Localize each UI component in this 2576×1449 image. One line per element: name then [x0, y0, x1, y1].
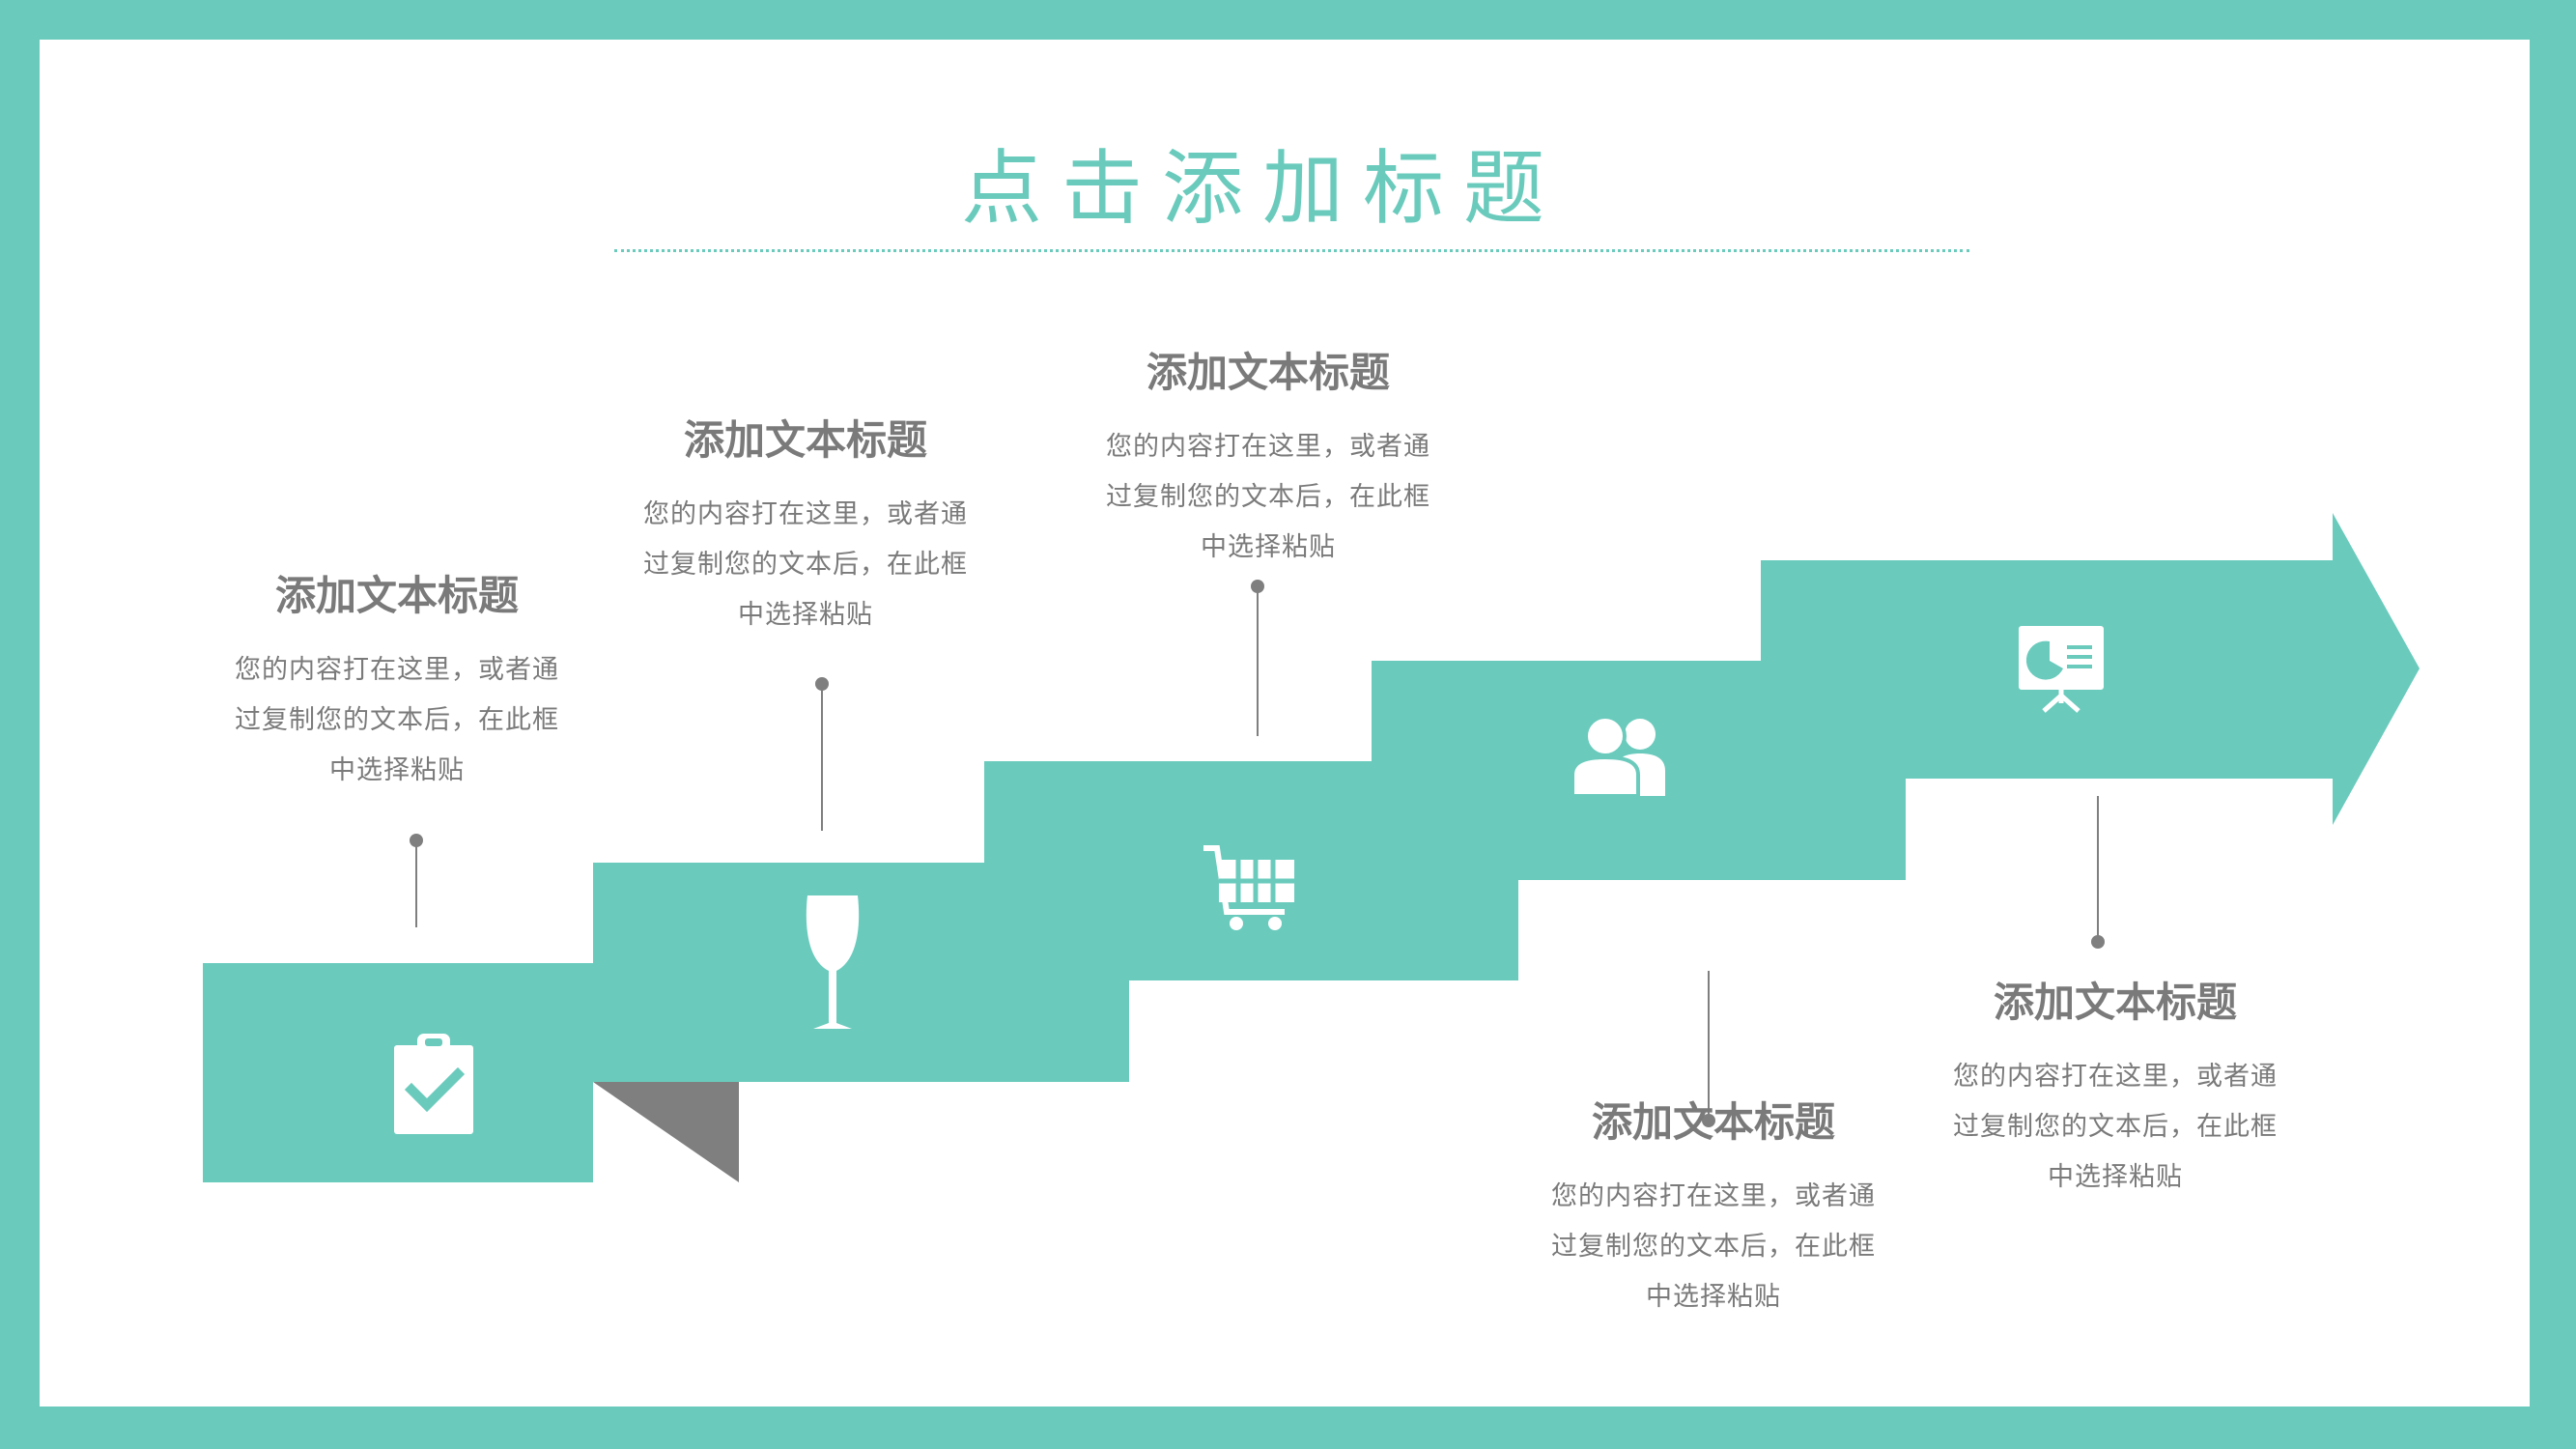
step-4-line-2: 过复制您的文本后，在此框: [1551, 1232, 1876, 1263]
clipboard-check-icon: [394, 1034, 473, 1134]
users-icon: [1571, 715, 1665, 798]
step-1-line-1: 您的内容打在这里，或者通: [235, 655, 559, 686]
connectors: [415, 586, 2099, 1121]
step-4-text: 添加文本标题 您的内容打在这里，或者通 过复制您的文本后，在此框 中选择粘贴: [1540, 1098, 1887, 1322]
connector-dot-3: [1251, 580, 1264, 593]
step-5-line-3: 中选择粘贴: [2048, 1162, 2183, 1193]
step-2-line-1: 您的内容打在这里，或者通: [643, 499, 968, 530]
step-1-text: 添加文本标题 您的内容打在这里，或者通 过复制您的文本后，在此框 中选择粘贴: [223, 572, 571, 796]
title-divider: [614, 249, 1969, 252]
step-3-heading: 添加文本标题: [1146, 349, 1390, 396]
step-2-text: 添加文本标题 您的内容打在这里，或者通 过复制您的文本后，在此框 中选择粘贴: [632, 416, 979, 640]
step-5-heading: 添加文本标题: [1993, 979, 2237, 1026]
step-4-line-3: 中选择粘贴: [1646, 1282, 1781, 1313]
step-3-text: 添加文本标题 您的内容打在这里，或者通 过复制您的文本后，在此框 中选择粘贴: [1094, 349, 1442, 573]
step-3-line-2: 过复制您的文本后，在此框: [1106, 482, 1430, 513]
step-1-heading: 添加文本标题: [274, 572, 519, 619]
step-5-line-1: 您的内容打在这里，或者通: [1953, 1062, 2278, 1093]
step-1-fold: [593, 1082, 739, 1182]
connector-dot-4: [1702, 1114, 1715, 1127]
step-4-body: 您的内容打在这里，或者通 过复制您的文本后，在此框 中选择粘贴: [1540, 1172, 1887, 1322]
connector-dot-5: [2091, 935, 2105, 949]
step-1-body: 您的内容打在这里，或者通 过复制您的文本后，在此框 中选择粘贴: [223, 645, 571, 796]
step-4-heading: 添加文本标题: [1591, 1098, 1835, 1146]
presentation-chart-icon: [2019, 626, 2104, 713]
step-1-line-2: 过复制您的文本后，在此框: [235, 705, 559, 736]
step-3-body: 您的内容打在这里，或者通 过复制您的文本后，在此框 中选择粘贴: [1094, 422, 1442, 573]
step-3-line-3: 中选择粘贴: [1201, 532, 1336, 563]
step-3-line-1: 您的内容打在这里，或者通: [1106, 432, 1430, 463]
connector-dot-1: [410, 834, 423, 847]
slide-title: 点击添加标题: [960, 141, 1564, 236]
step-2-line-3: 中选择粘贴: [738, 600, 873, 631]
connector-dots: [410, 580, 2105, 1127]
step-5-line-2: 过复制您的文本后，在此框: [1953, 1112, 2278, 1143]
wine-glass-icon: [806, 895, 860, 1029]
step-5-text: 添加文本标题 您的内容打在这里，或者通 过复制您的文本后，在此框 中选择粘贴: [1941, 979, 2289, 1203]
step-4-line-1: 您的内容打在这里，或者通: [1551, 1181, 1876, 1212]
step-2-heading: 添加文本标题: [683, 416, 927, 464]
step-5-body: 您的内容打在这里，或者通 过复制您的文本后，在此框 中选择粘贴: [1941, 1052, 2289, 1203]
step-2-line-2: 过复制您的文本后，在此框: [643, 550, 968, 581]
step-2-body: 您的内容打在这里，或者通 过复制您的文本后，在此框 中选择粘贴: [632, 490, 979, 640]
connector-dot-2: [815, 677, 829, 691]
shopping-cart-icon: [1203, 845, 1294, 930]
step-1-line-3: 中选择粘贴: [329, 755, 465, 786]
